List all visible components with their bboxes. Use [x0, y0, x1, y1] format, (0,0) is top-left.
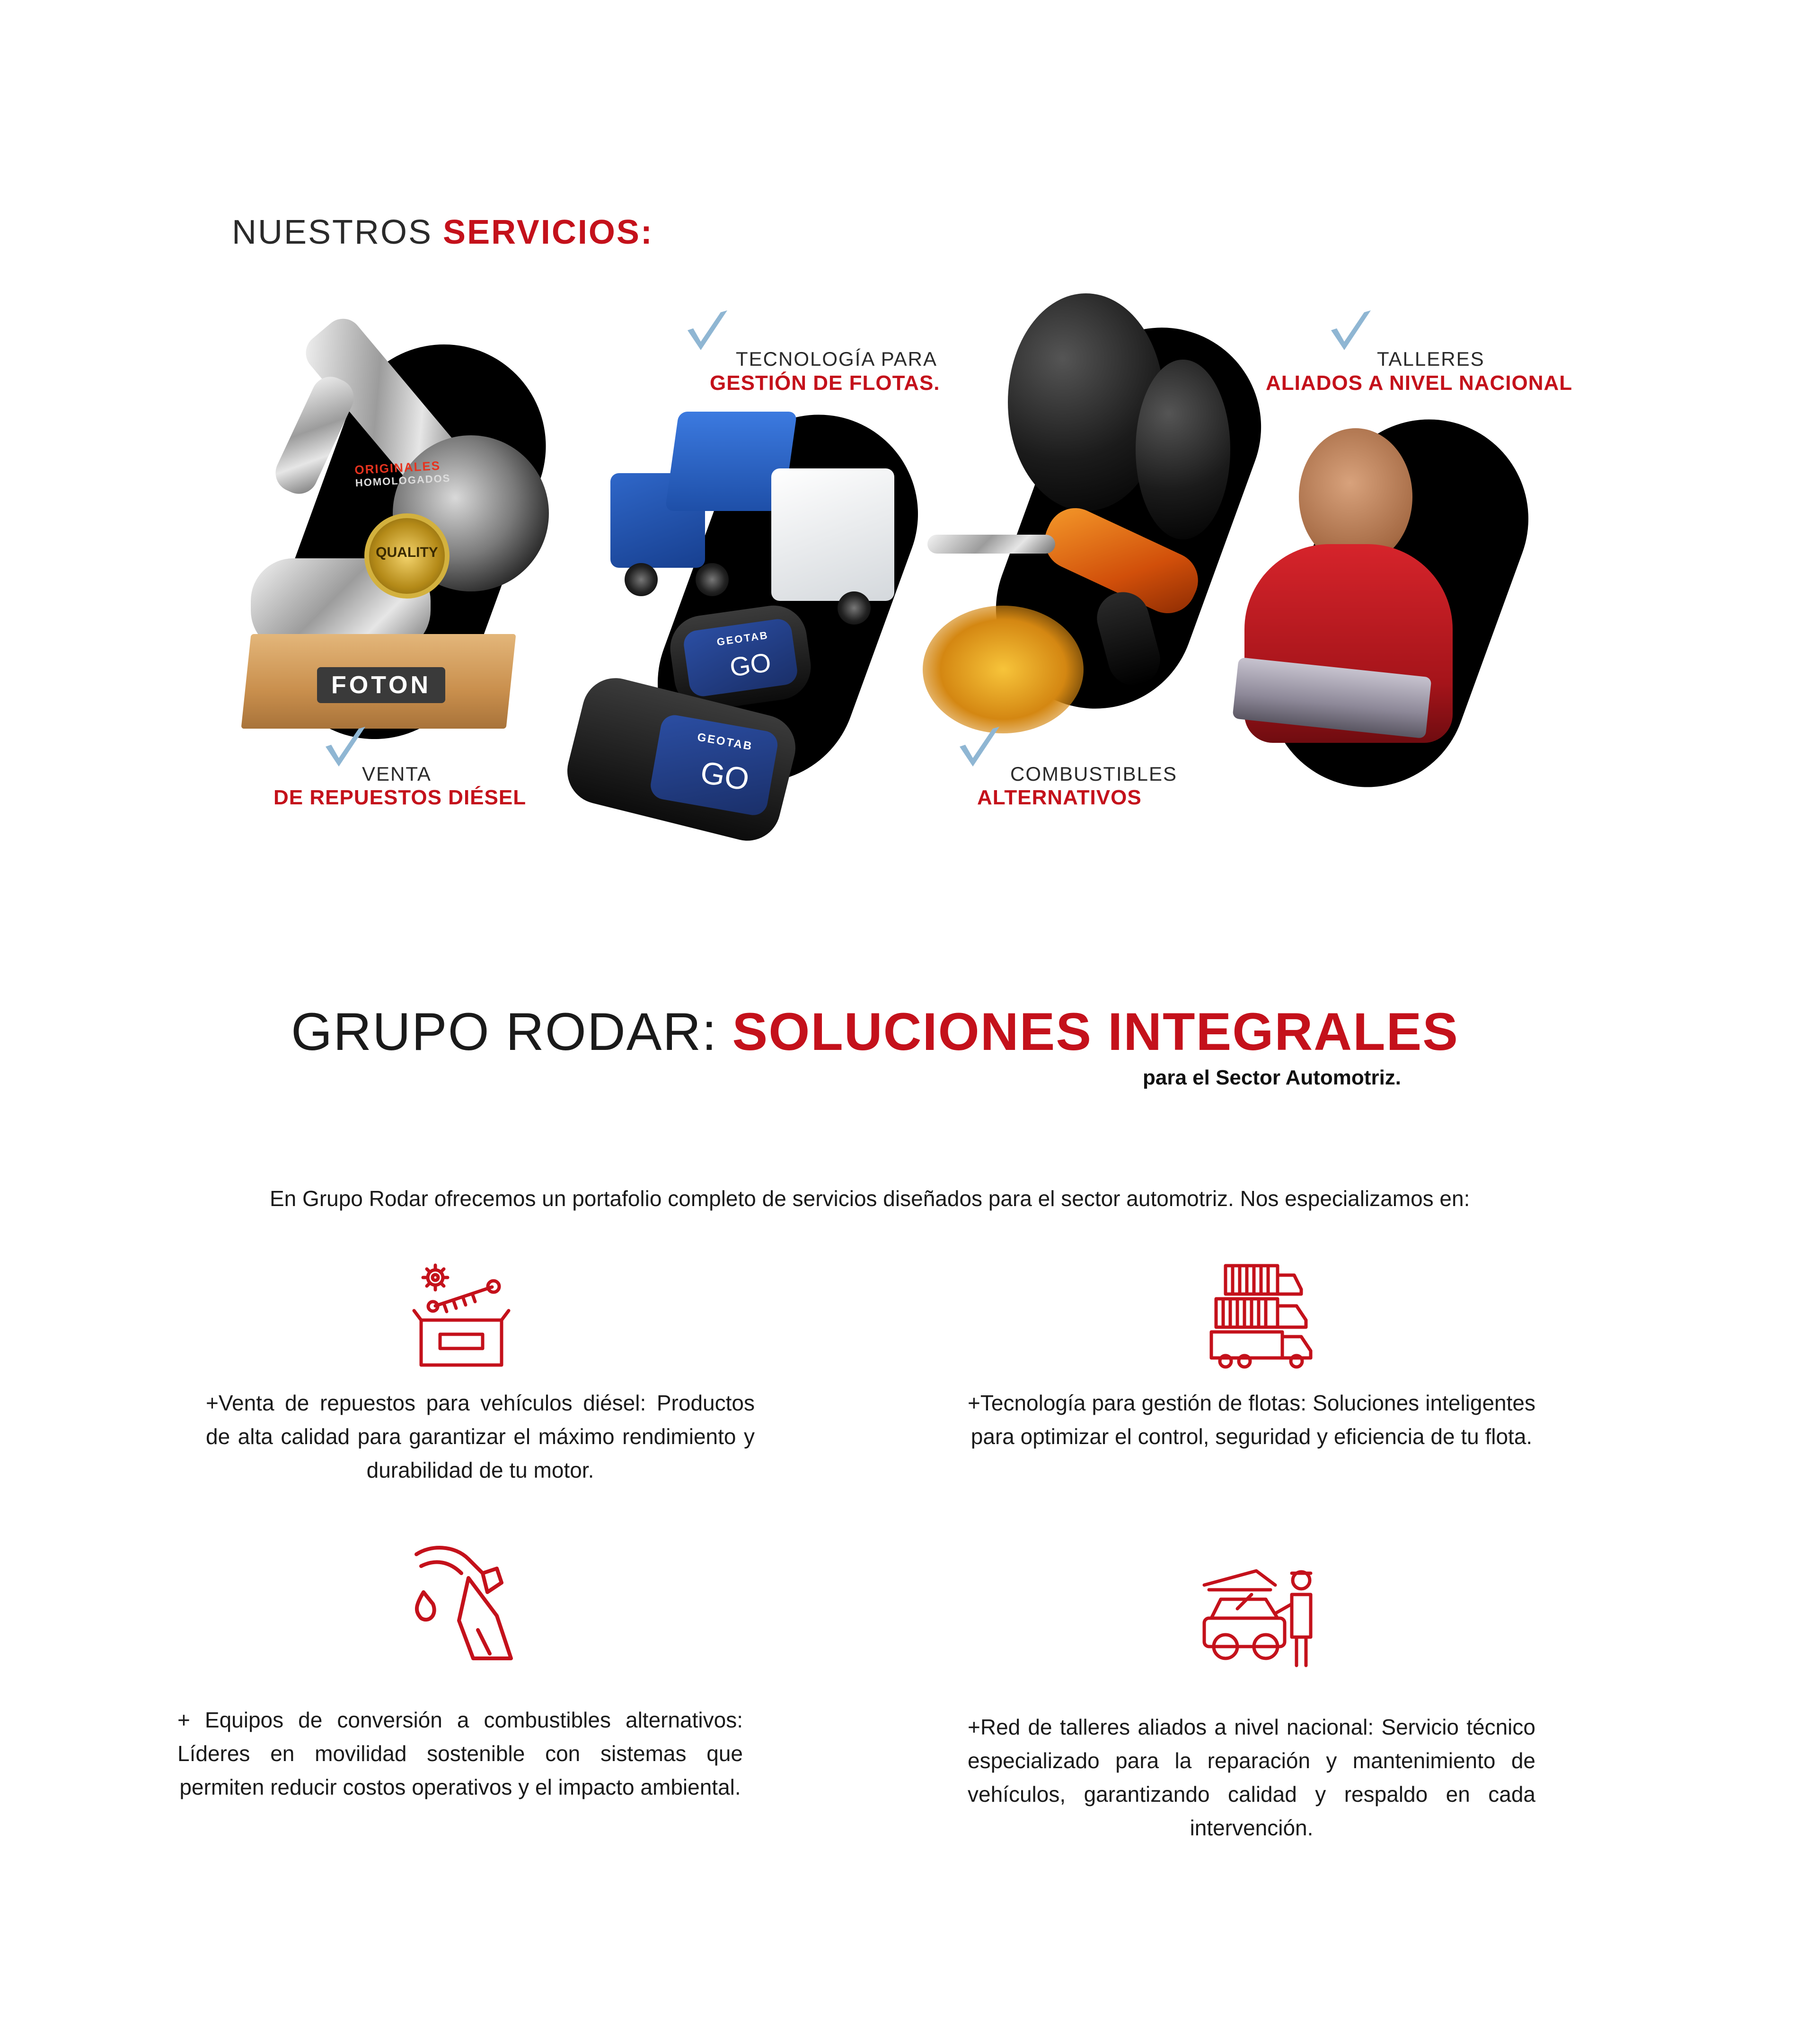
mechanic-face-image: [1299, 428, 1412, 565]
seal-text: QUALITY: [376, 545, 438, 560]
solutions-heading-bold: SOLUCIONES INTEGRALES: [732, 1002, 1459, 1061]
card3-caption-bold: ALTERNATIVOS: [977, 786, 1142, 809]
service-card-parts: QUALITY ORIGINALES HOMOLOGADOS FOTON: [208, 293, 587, 837]
mechanic-car-icon: [1202, 1569, 1313, 1667]
services-heading-light: NUESTROS: [232, 213, 433, 251]
check-icon: [1331, 310, 1371, 350]
intro-paragraph: En Grupo Rodar ofrecemos un portafolio c…: [270, 1186, 1470, 1211]
service-card-fuel: [913, 284, 1289, 757]
card3-caption-light: COMBUSTIBLES: [1010, 763, 1178, 785]
geotab-brand: GEOTAB: [716, 629, 770, 648]
nozzle-spout: [927, 535, 1055, 554]
fuel-nozzle-icon: [415, 1546, 513, 1660]
geotab-brand: GEOTAB: [696, 731, 754, 753]
solutions-heading: GRUPO RODAR: SOLUCIONES INTEGRALES: [291, 1005, 1459, 1058]
truck-wheel: [696, 563, 729, 596]
feature-workshops-text: +Red de talleres aliados a nivel naciona…: [968, 1715, 1535, 1840]
quality-seal: QUALITY: [364, 513, 450, 599]
card4-caption-bold: ALIADOS A NIVEL NACIONAL: [1266, 371, 1573, 395]
services-heading-bold: SERVICIOS:: [443, 213, 653, 251]
services-heading: NUESTROS SERVICIOS:: [232, 215, 653, 249]
solutions-heading-light: GRUPO RODAR:: [291, 1002, 718, 1061]
feature-fuel-text: + Equipos de conversión a combustibles a…: [177, 1708, 743, 1799]
solutions-subheading: para el Sector Automotriz.: [1143, 1066, 1402, 1089]
card2-caption-light: TECNOLOGÍA PARA: [736, 348, 937, 370]
badge-originales: ORIGINALES HOMOLOGADOS: [354, 458, 451, 489]
fleet-trucks-icon: [1209, 1264, 1313, 1369]
service-card-workshops: [1232, 391, 1557, 815]
white-truck-image: [771, 468, 894, 601]
geotab-face: GEOTAB GO: [682, 617, 799, 698]
oil-splash-image: [923, 606, 1084, 733]
feature-fleet-text: +Tecnología para gestión de flotas: Solu…: [968, 1391, 1535, 1449]
check-icon: [688, 310, 727, 350]
check-icon: [960, 727, 999, 766]
check-icon: [326, 727, 365, 766]
geotab-model: GO: [697, 754, 752, 797]
card1-caption-light: VENTA: [362, 763, 432, 785]
card4-caption-light: TALLERES: [1377, 348, 1485, 370]
card1-caption-bold: DE REPUESTOS DIÉSEL: [273, 786, 527, 809]
gas-tank-image: [1136, 360, 1230, 539]
geotab-face: GEOTAB GO: [648, 713, 780, 818]
foton-logo: FOTON: [317, 667, 446, 703]
truck-wheel: [838, 591, 871, 625]
card2-caption-bold: GESTIÓN DE FLOTAS.: [710, 371, 940, 395]
truck-wheel: [625, 563, 658, 596]
service-card-fleet: GEOTAB GO GEOTAB GO: [560, 387, 946, 848]
parts-box-icon: [412, 1263, 511, 1367]
geotab-model: GO: [728, 647, 773, 683]
feature-parts-text: +Venta de repuestos para vehículos diése…: [206, 1391, 755, 1482]
